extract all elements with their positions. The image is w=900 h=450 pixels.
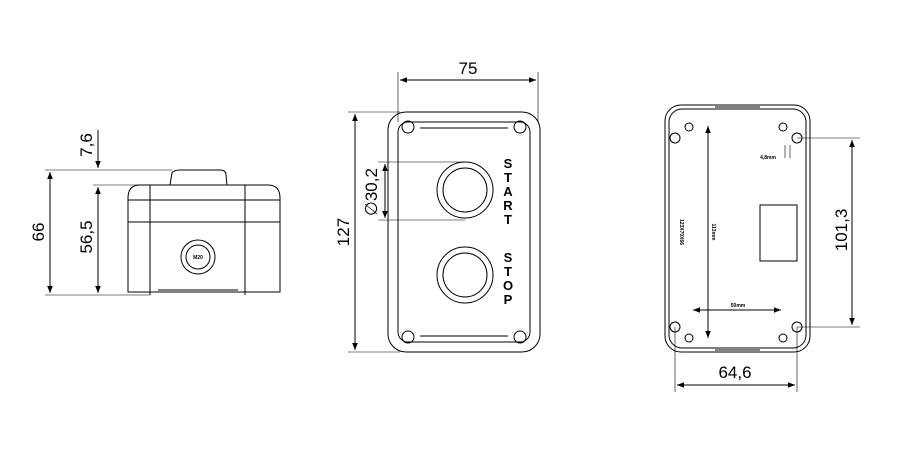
screw-icon [401, 120, 527, 344]
svg-text:R: R [503, 198, 513, 213]
dim-button-diameter: ∅30,2 [362, 168, 381, 216]
inner-dim-horizontal: 50mm [731, 303, 746, 309]
enclosure-outline [664, 104, 811, 353]
start-label: S T A R T [503, 156, 513, 227]
inner-dim-vertical: 113mm [710, 224, 716, 242]
dim-hole-vertical: 101,3 [832, 209, 851, 252]
start-button [436, 161, 494, 219]
button-cap [169, 169, 228, 186]
model-text: 123X70X66 [678, 219, 684, 245]
svg-text:P: P [504, 292, 513, 307]
back-view: 113mm 123X70X66 50mm 4,8mm 101,3 64,6 [664, 104, 860, 392]
inner-dim-slot: 4,8mm [760, 155, 776, 161]
dim-body-height: 56,5 [77, 220, 96, 253]
side-view: M20 66 56,5 7,6 [29, 130, 281, 296]
enclosure-outline [387, 111, 541, 353]
mount-hole-icon [669, 122, 803, 343]
label-area [759, 204, 798, 262]
dim-total-height: 66 [29, 223, 48, 242]
stop-button [436, 246, 494, 304]
svg-text:T: T [504, 170, 512, 185]
dim-width: 75 [459, 59, 478, 78]
enclosure-body [127, 184, 281, 293]
svg-text:A: A [503, 184, 513, 199]
svg-text:T: T [504, 212, 512, 227]
svg-text:S: S [504, 156, 513, 171]
cable-gland-icon: M20 [180, 239, 216, 275]
dim-hole-horizontal: 64,6 [718, 363, 751, 382]
stop-label: S T O P [503, 250, 513, 307]
dim-height: 127 [334, 218, 353, 246]
front-view: S T A R T S T O P 75 127 ∅30,2 [334, 59, 541, 353]
svg-text:T: T [504, 264, 512, 279]
svg-text:S: S [504, 250, 513, 265]
dim-cap-height: 7,6 [77, 133, 96, 157]
svg-text:O: O [503, 278, 513, 293]
gland-label: M20 [193, 255, 203, 261]
